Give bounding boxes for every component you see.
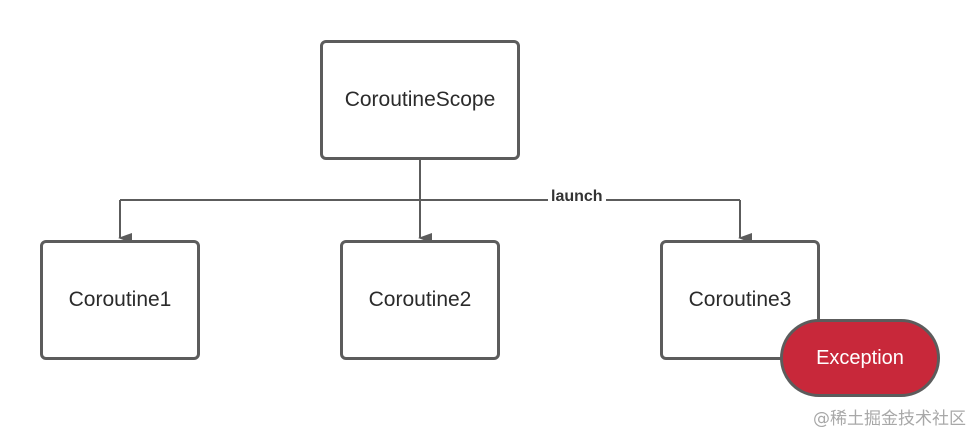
coroutine2-node: Coroutine2: [340, 240, 500, 360]
launch-edge-label: launch: [548, 187, 606, 207]
exception-label: Exception: [816, 346, 904, 369]
coroutine-scope-node: CoroutineScope: [320, 40, 520, 160]
exception-badge: Exception: [780, 319, 940, 397]
coroutine1-node: Coroutine1: [40, 240, 200, 360]
coroutine1-label: Coroutine1: [68, 288, 172, 311]
watermark-text: @稀土掘金技术社区: [813, 409, 966, 429]
coroutine2-label: Coroutine2: [368, 288, 472, 311]
coroutine3-label: Coroutine3: [688, 288, 792, 311]
coroutine-scope-label: CoroutineScope: [344, 88, 496, 111]
